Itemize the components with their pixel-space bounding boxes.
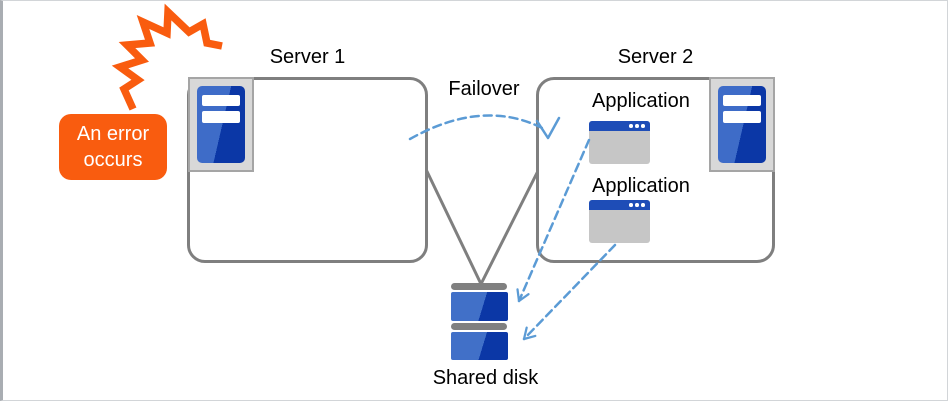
server-tower-icon xyxy=(197,86,245,163)
server-tower-icon xyxy=(718,86,766,163)
server-disk-lines xyxy=(420,158,546,288)
shared-disk-label: Shared disk xyxy=(432,367,539,389)
failover-label: Failover xyxy=(448,78,520,100)
shared-disk-icon xyxy=(451,283,507,290)
failover-arrow xyxy=(408,114,548,141)
server2-icon xyxy=(709,77,775,172)
server1-label: Server 1 xyxy=(269,46,346,68)
application2-window-icon xyxy=(589,200,650,243)
application2-label: Application xyxy=(592,175,690,197)
error-badge: An error occurs xyxy=(59,114,167,180)
error-badge-label: An error occurs xyxy=(76,123,150,171)
application1-window-icon xyxy=(589,121,650,164)
application1-label: Application xyxy=(592,90,690,112)
server2-label: Server 2 xyxy=(617,46,694,68)
shared-disk-icon xyxy=(451,332,508,360)
server1-icon xyxy=(188,77,254,172)
shared-disk-icon xyxy=(451,292,508,321)
shared-disk-icon xyxy=(451,323,507,330)
